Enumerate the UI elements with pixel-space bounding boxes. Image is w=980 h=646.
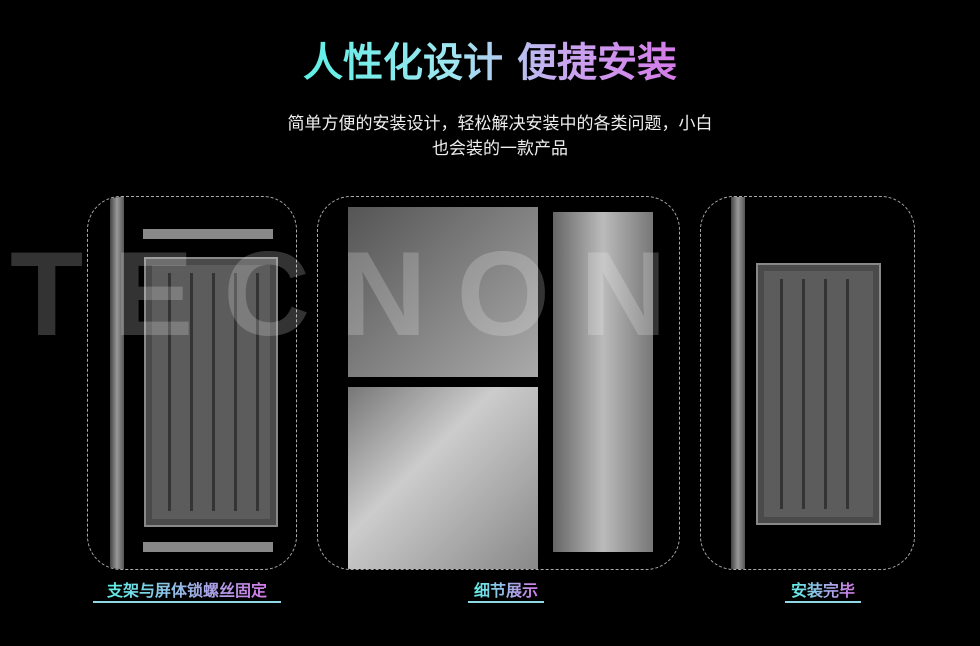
caption-detail-view: 细节展示 xyxy=(468,577,544,603)
detail-side xyxy=(553,212,653,552)
screen-cabinet xyxy=(144,257,278,527)
subtitle-line-1: 简单方便的安装设计，轻松解决安装中的各类问题，小白 xyxy=(287,114,713,134)
detail-bottom xyxy=(348,387,538,569)
top-bracket xyxy=(143,229,273,239)
mounting-pole xyxy=(731,197,745,569)
panel-bracket-fixing xyxy=(87,196,297,570)
detail-top xyxy=(348,207,538,377)
mounting-pole xyxy=(110,197,124,569)
subtitle-line-2: 也会装的一款产品 xyxy=(432,139,568,159)
caption-bracket-fixing: 支架与屏体锁螺丝固定 xyxy=(93,577,281,603)
bottom-bracket xyxy=(143,542,273,552)
panel-installed xyxy=(700,196,915,570)
caption-installed: 安装完毕 xyxy=(785,577,861,603)
page-title: 人性化设计 便捷安装 xyxy=(303,40,677,86)
subtitle: 简单方便的安装设计，轻松解决安装中的各类问题，小白 也会装的一款产品 xyxy=(220,112,780,162)
panel-detail-view xyxy=(317,196,680,570)
screen-cabinet xyxy=(756,263,881,525)
